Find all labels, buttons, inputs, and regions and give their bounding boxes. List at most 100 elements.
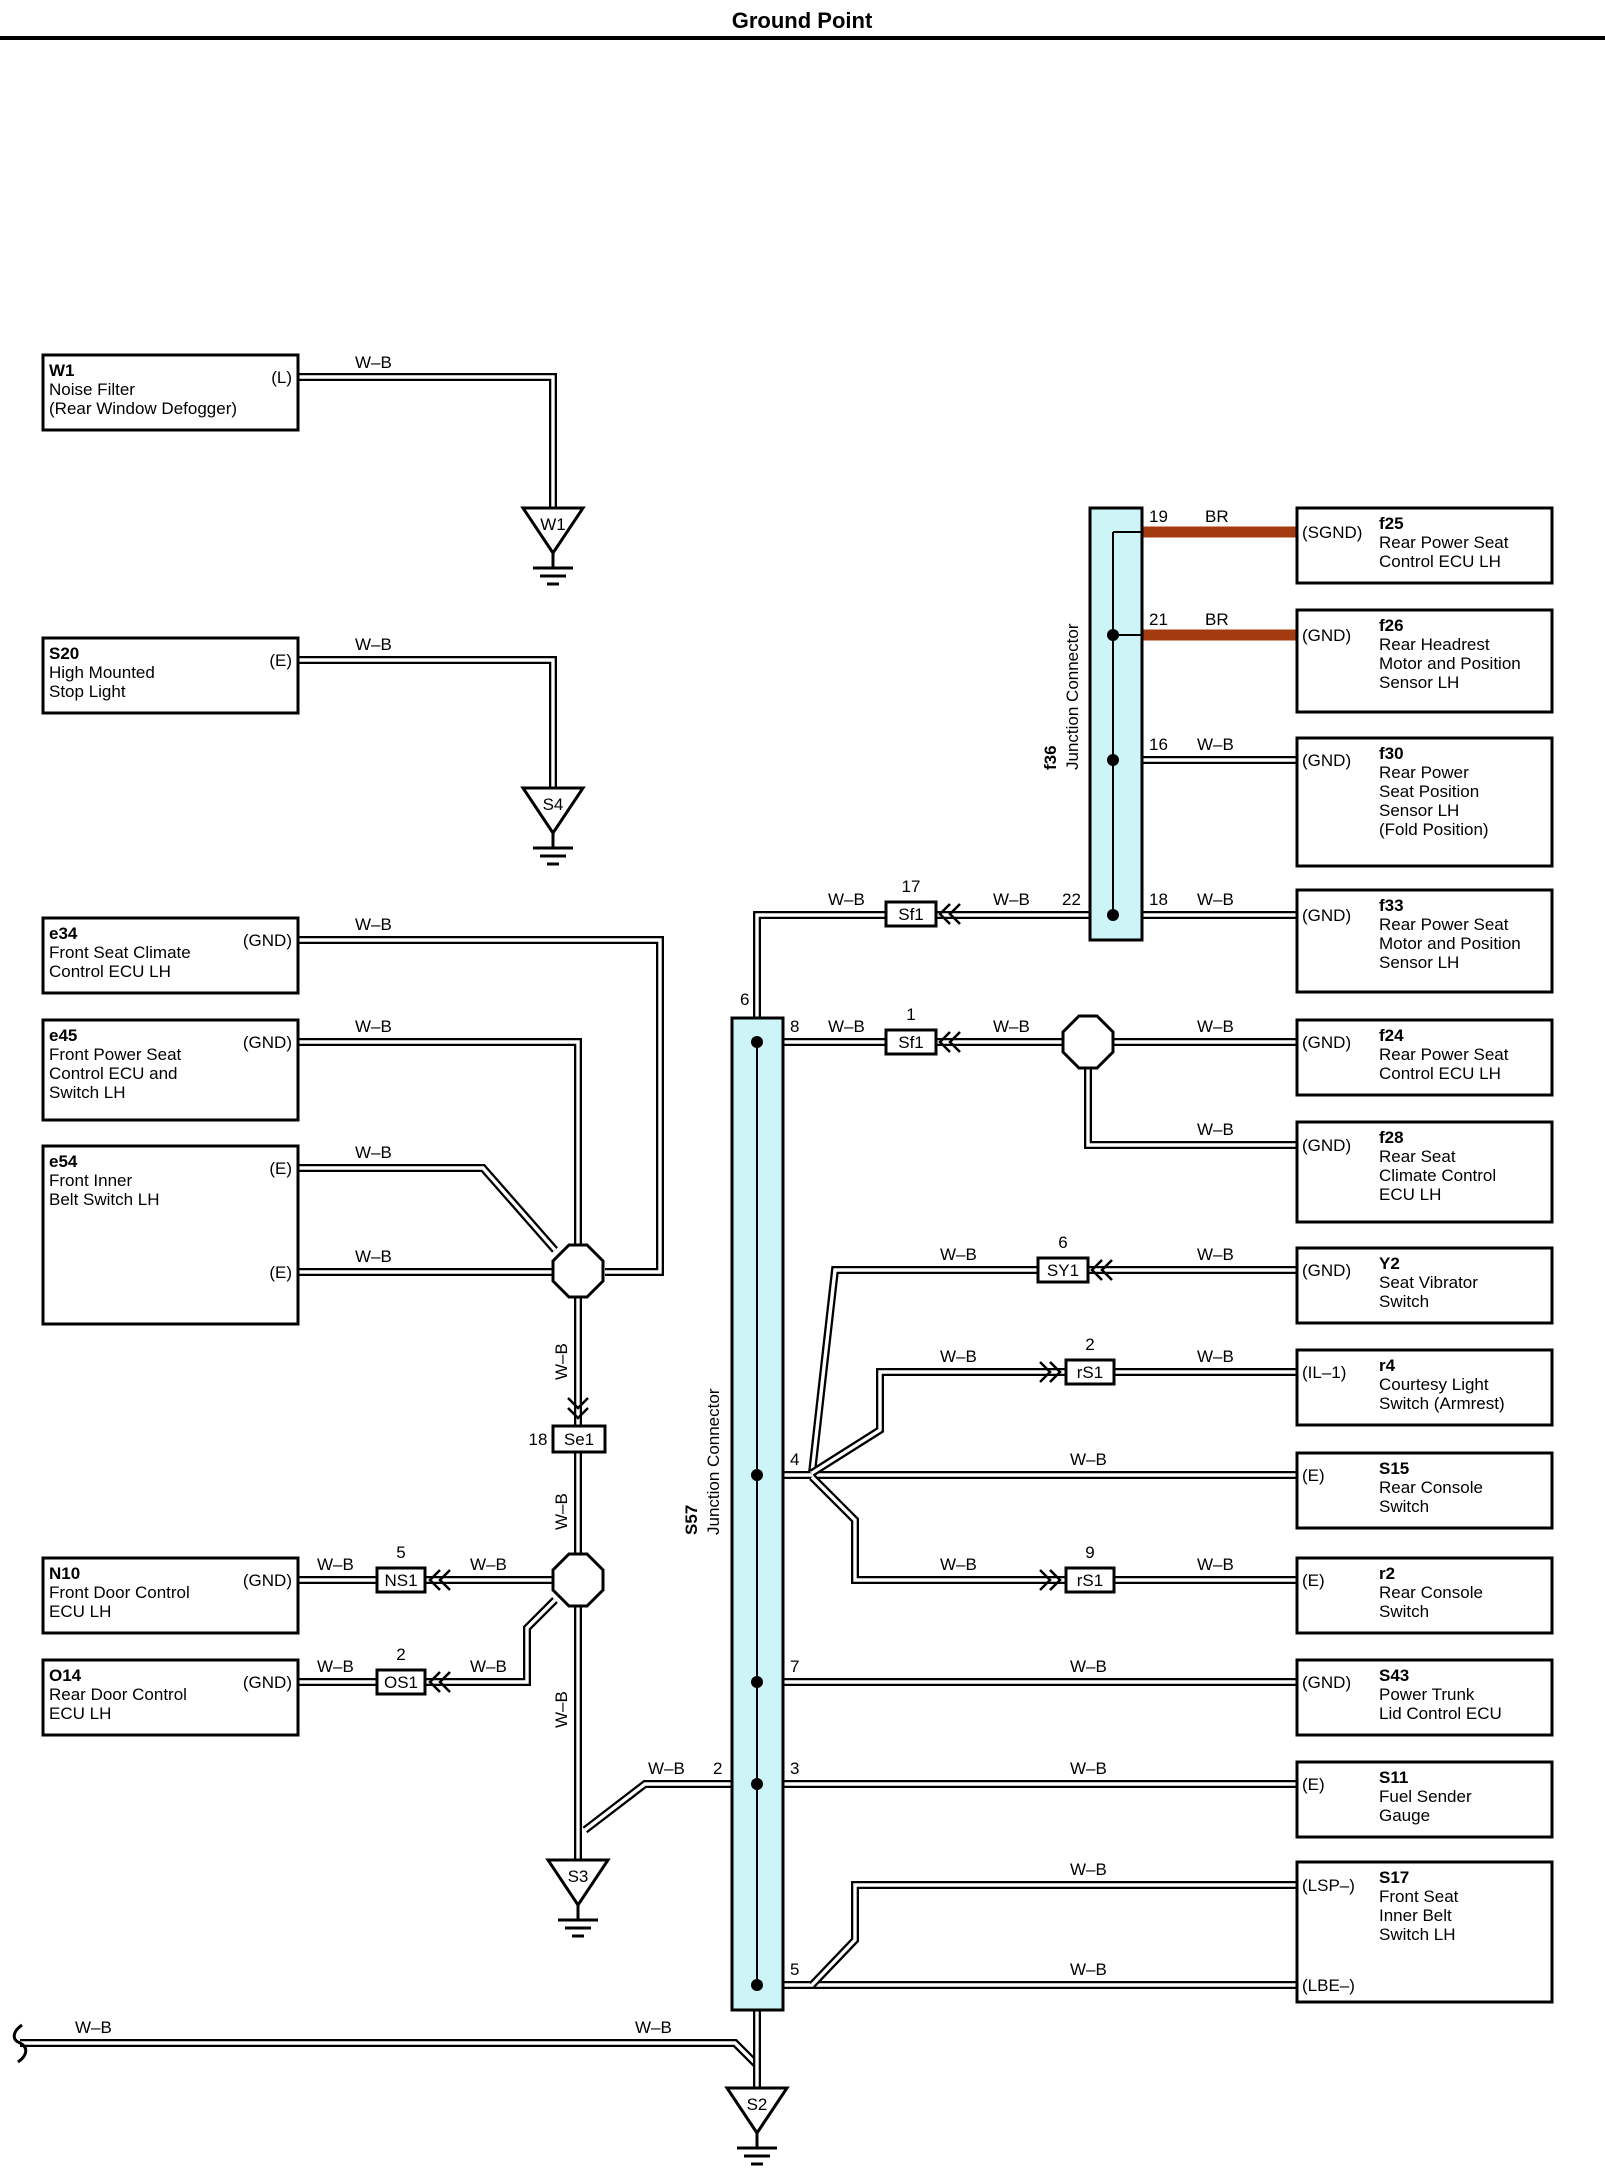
component-box xyxy=(1295,1246,1554,1325)
component-label-line: Switch xyxy=(1379,1497,1429,1516)
component-code: f28 xyxy=(1379,1128,1404,1147)
component-label-line: Sensor LH xyxy=(1379,673,1459,692)
component-box xyxy=(41,1556,300,1635)
component-code: f30 xyxy=(1379,744,1404,763)
wire-color-label: W–B xyxy=(552,1691,571,1728)
component-label-line: Rear Console xyxy=(1379,1583,1483,1602)
svg-text:S3: S3 xyxy=(568,1867,589,1886)
component-code: e54 xyxy=(49,1152,78,1171)
svg-text:rS1: rS1 xyxy=(1077,1571,1103,1590)
component-pin-label: (E) xyxy=(269,651,292,670)
svg-text:18: 18 xyxy=(1149,890,1168,909)
S57-code: S57 xyxy=(682,1505,701,1535)
svg-text:8: 8 xyxy=(790,1017,799,1036)
wire-color-label: W–B xyxy=(355,353,392,372)
wire-color-label: W–B xyxy=(1070,1657,1107,1676)
svg-text:17: 17 xyxy=(902,877,921,896)
svg-text:Se1: Se1 xyxy=(564,1430,594,1449)
wire-color-label: W–B xyxy=(355,1247,392,1266)
svg-text:Sf1: Sf1 xyxy=(898,1033,924,1052)
component-label-line: Rear Headrest xyxy=(1379,635,1490,654)
component-label-line: Stop Light xyxy=(49,682,126,701)
pin-numbers: 19 21 16 22 18 6 8 4 7 2 3 5 xyxy=(713,507,1168,1979)
wire-color-label: W–B xyxy=(1197,1347,1234,1366)
component-label-line: Switch xyxy=(1379,1292,1429,1311)
component-code: Y2 xyxy=(1379,1254,1400,1273)
component-pin-label: (L) xyxy=(271,368,292,387)
ground-S3: S3 xyxy=(546,1858,610,1938)
component-label-line: ECU LH xyxy=(49,1704,111,1723)
svg-text:6: 6 xyxy=(1058,1233,1067,1252)
component-pin-label: (GND) xyxy=(1302,1136,1351,1155)
svg-text:5: 5 xyxy=(790,1960,799,1979)
connector-Se1: Se1 18 xyxy=(529,1397,607,1454)
wire-color-label: W–B xyxy=(355,635,392,654)
ground-S4: S4 xyxy=(521,786,585,866)
component-code: f25 xyxy=(1379,514,1404,533)
wire-color-label: W–B xyxy=(940,1245,977,1264)
svg-text:7: 7 xyxy=(790,1657,799,1676)
connector-OS1: OS1 2 xyxy=(375,1645,451,1696)
wire-color-label: W–B xyxy=(828,890,865,909)
wire-color-label: W–B xyxy=(1197,1555,1234,1574)
component-label-line: Noise Filter xyxy=(49,380,135,399)
component-label-line: Rear Power Seat xyxy=(1379,915,1509,934)
component-label-line: ECU LH xyxy=(1379,1185,1441,1204)
svg-text:9: 9 xyxy=(1085,1543,1094,1562)
component-pin-label: (E) xyxy=(269,1263,292,1282)
component-pin-label: (E) xyxy=(269,1159,292,1178)
component-label-line: Switch xyxy=(1379,1602,1429,1621)
wire-color-label: W–B xyxy=(635,2018,672,2037)
component-box xyxy=(1295,608,1554,714)
wire-color-label: W–B xyxy=(1070,1860,1107,1879)
page-title: Ground Point xyxy=(732,8,873,33)
wire-color-label: W–B xyxy=(75,2018,112,2037)
component-label-line: Motor and Position xyxy=(1379,654,1521,673)
wire-color-label: W–B xyxy=(1197,1017,1234,1036)
wire-color-label: W–B xyxy=(1197,1120,1234,1139)
wire-color-label: W–B xyxy=(355,1143,392,1162)
component-box xyxy=(1295,1348,1554,1427)
wire-color-label: W–B xyxy=(470,1657,507,1676)
component-pin-label: (GND) xyxy=(243,1571,292,1590)
component-pin-label: (GND) xyxy=(1302,1261,1351,1280)
junction-connector-f36: f36 Junction Connector xyxy=(1041,506,1144,942)
ground-W1: W1 xyxy=(521,506,585,586)
component-label-line: Front Inner xyxy=(49,1171,132,1190)
component-label-line: Rear Console xyxy=(1379,1478,1483,1497)
S57-label: Junction Connector xyxy=(704,1388,723,1535)
connector-rS1-9: rS1 9 xyxy=(1039,1543,1116,1594)
component-box xyxy=(1295,1451,1554,1530)
wire-color-label: W–B xyxy=(940,1347,977,1366)
component-box xyxy=(41,1144,300,1326)
svg-text:1: 1 xyxy=(906,1005,915,1024)
component-label-line: Rear Power xyxy=(1379,763,1469,782)
svg-text:5: 5 xyxy=(396,1543,405,1562)
svg-text:2: 2 xyxy=(396,1645,405,1664)
component-code: e45 xyxy=(49,1026,77,1045)
component-label-line: (Fold Position) xyxy=(1379,820,1489,839)
component-label-line: Control ECU LH xyxy=(1379,1064,1501,1083)
component-box xyxy=(1295,1760,1554,1839)
component-pin-label: (GND) xyxy=(243,931,292,950)
component-code: r4 xyxy=(1379,1356,1396,1375)
wire-color-label: W–B xyxy=(1197,1245,1234,1264)
wire-color-label: W–B xyxy=(1197,890,1234,909)
component-code: S43 xyxy=(1379,1666,1409,1685)
component-box xyxy=(1295,1860,1554,2004)
wire-color-label: W–B xyxy=(317,1657,354,1676)
component-code: f24 xyxy=(1379,1026,1404,1045)
wire-color-label: W–B xyxy=(470,1555,507,1574)
component-label-line: Sensor LH xyxy=(1379,953,1459,972)
